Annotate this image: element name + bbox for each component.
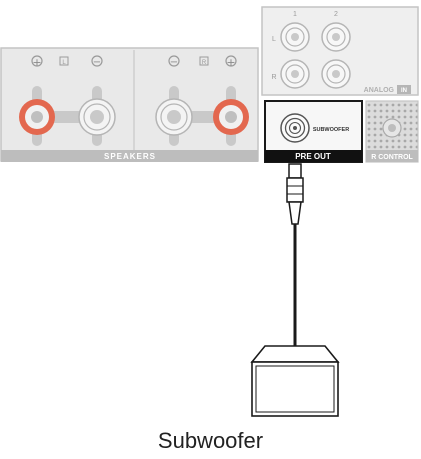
speakers-label: SPEAKERS <box>104 152 156 161</box>
rca-jack-icon[interactable] <box>280 22 310 52</box>
analog-in-badge: IN <box>401 88 407 94</box>
rca-jack-icon[interactable] <box>280 59 310 89</box>
speakers-label-bar <box>1 150 258 162</box>
ir-control-label-bar <box>366 150 418 162</box>
analog-in-label: ANALOG <box>364 87 395 94</box>
speakers-panel: SPEAKERS + L − − R + <box>0 47 259 162</box>
speaker-terminal-icon[interactable] <box>213 86 249 146</box>
analog-row-label-r: R <box>271 74 276 81</box>
plus-marker: + <box>32 56 41 69</box>
minus-marker: − <box>170 57 178 68</box>
analog-row-label-l: L <box>272 36 276 43</box>
analog-col-label-1: 1 <box>293 11 297 18</box>
ir-control-label: R CONTROL <box>371 154 413 161</box>
subwoofer-port-label: SUBWOOFER <box>313 127 349 133</box>
rca-jack-icon[interactable] <box>321 59 351 89</box>
rca-jack-icon[interactable] <box>321 22 351 52</box>
ir-sensor-icon <box>382 118 402 138</box>
minus-marker: − <box>93 57 101 68</box>
minus-marker-ring <box>168 55 180 67</box>
plus-marker-ring <box>225 55 237 67</box>
analog-in-badge-box <box>397 85 411 94</box>
analog-in-panel: 1 2 L R ANALOG IN <box>261 6 419 96</box>
subwoofer-caption: Subwoofer <box>157 428 264 453</box>
left-group-badge: L <box>62 60 66 66</box>
channel-badge-box <box>199 56 209 66</box>
rca-plug-icon <box>286 163 304 225</box>
pre-out-label-bar <box>265 150 362 162</box>
ir-control-panel: R CONTROL <box>365 100 419 163</box>
channel-badge-box <box>59 56 69 66</box>
plus-marker: + <box>226 56 235 69</box>
subwoofer-box-icon <box>250 345 340 417</box>
plus-marker-ring <box>31 55 43 67</box>
right-group-badge: R <box>202 60 207 66</box>
analog-col-label-2: 2 <box>334 11 338 18</box>
pre-out-label: PRE OUT <box>295 152 331 161</box>
minus-marker-ring <box>91 55 103 67</box>
speaker-terminal-icon[interactable] <box>78 86 116 146</box>
rca-jack-icon[interactable] <box>280 113 310 143</box>
pre-out-panel: SUBWOOFER PRE OUT <box>264 100 363 163</box>
